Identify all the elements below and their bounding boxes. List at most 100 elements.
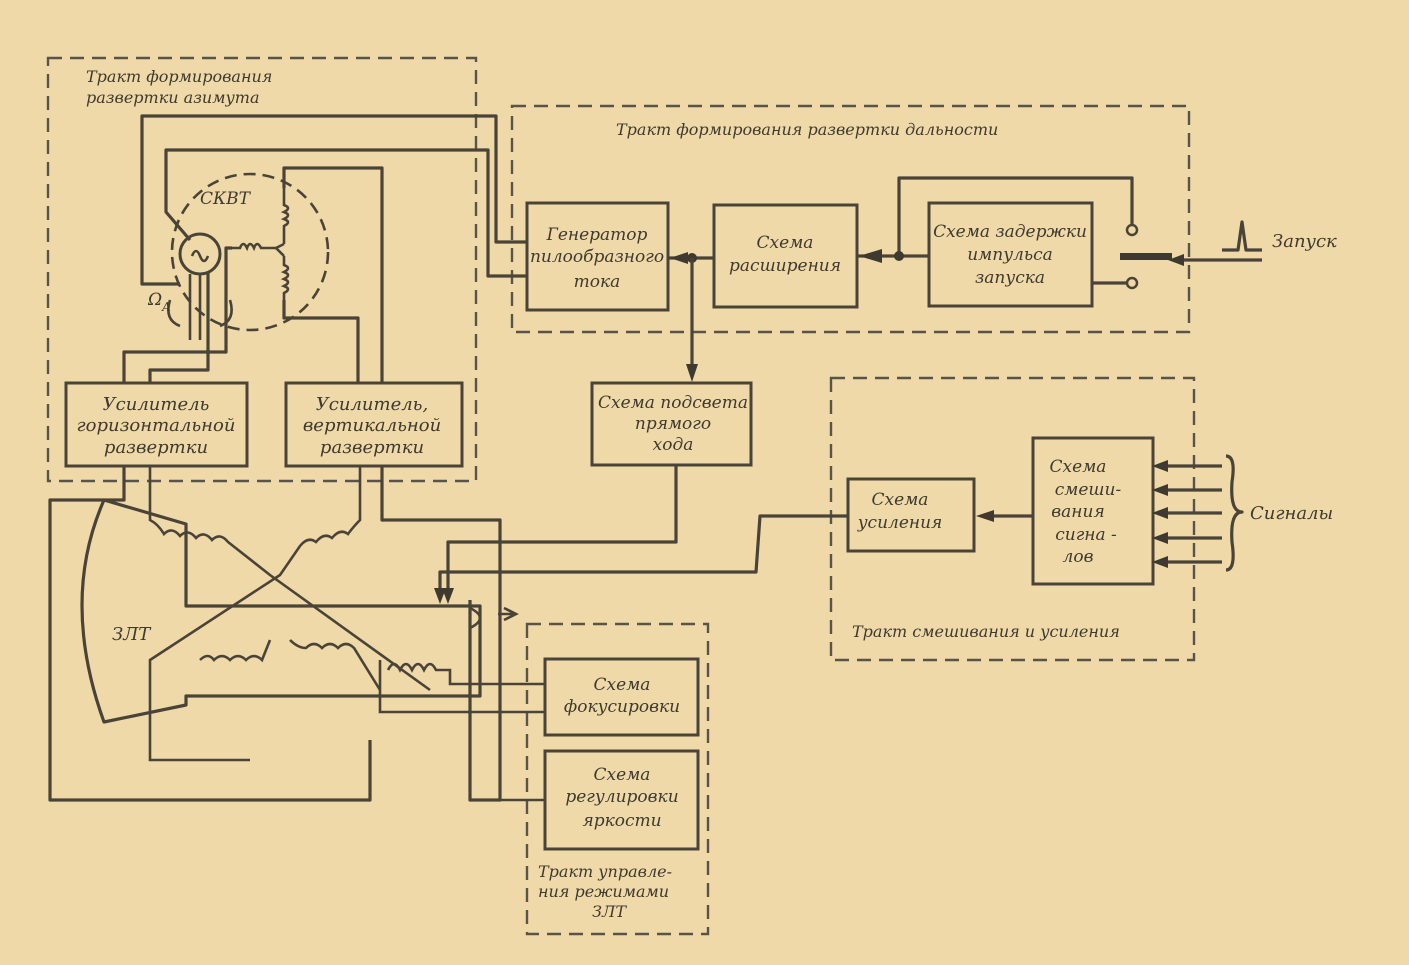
unblank-crt-arrow xyxy=(442,588,454,604)
azimuth-title-2: развертки азимута xyxy=(86,88,259,107)
generator-to-rotor-a xyxy=(140,114,527,286)
mixer-text-3: вания xyxy=(1051,502,1104,522)
crt-output-arrows xyxy=(498,606,519,622)
generator-to-rotor-b xyxy=(164,148,527,278)
vertical-amp-box xyxy=(284,381,464,468)
stator-junction xyxy=(275,242,285,257)
amplify-box xyxy=(846,477,976,553)
focus-text-2: фокусировки xyxy=(564,697,680,717)
expansion-input-arrow xyxy=(859,249,882,263)
brightness-text-1: Схема xyxy=(594,765,651,785)
range-sweep-frame xyxy=(510,104,1191,334)
unblank-text-3: хода xyxy=(653,435,694,455)
sawtooth-text-3: тока xyxy=(574,272,621,292)
stator-winding-bottom xyxy=(280,256,290,300)
omega-label: ΩA xyxy=(147,290,171,314)
amplify-to-crt xyxy=(438,514,848,590)
vert-amp-text-3: развертки xyxy=(320,437,424,458)
focus-text-1: Схема xyxy=(594,675,651,695)
delay-text-3: запуска xyxy=(975,268,1045,288)
crt-label: ЗЛТ xyxy=(112,624,152,645)
trigger-label: Запуск xyxy=(1272,231,1337,252)
crt-control-title-2: ния режимами xyxy=(538,882,669,901)
unblank-to-crt xyxy=(446,465,678,590)
delay-text-2: импульса xyxy=(967,245,1053,265)
vert-amp-text-1: Усилитель, xyxy=(316,394,428,415)
switch-contact-top xyxy=(1125,223,1139,237)
amplify-crt-arrow xyxy=(434,588,446,604)
switch-contact-bottom xyxy=(1125,276,1139,290)
crt-envelope xyxy=(80,498,482,724)
focus-return xyxy=(378,660,545,714)
mixer-text-1: Схема xyxy=(1050,457,1107,477)
horiz-amp-text-3: развертки xyxy=(104,437,208,458)
azimuth-title-1: Тракт формирования xyxy=(86,67,272,86)
trigger-arrow xyxy=(1168,254,1184,266)
range-title: Тракт формирования развертки дальности xyxy=(616,120,998,139)
vert-coil-cross xyxy=(148,466,362,762)
crt-control-frame xyxy=(525,622,710,936)
crt-gun xyxy=(469,606,482,630)
horiz-amp-outer-loop xyxy=(48,466,372,802)
amplify-text-1: Схема xyxy=(872,490,929,510)
stator-to-vert-amp xyxy=(282,166,384,383)
crt-control-title-1: Тракт управле- xyxy=(538,862,672,881)
resolver-outline xyxy=(170,172,330,332)
mixer-text-4: сигна - xyxy=(1055,525,1117,545)
trigger-pulse-symbol xyxy=(1222,220,1262,252)
amplify-input-arrow xyxy=(976,510,994,522)
horiz-amp-text-2: горизонтальной xyxy=(77,415,236,436)
horizontal-amp-box xyxy=(64,381,249,468)
rotor-shaft xyxy=(188,274,202,340)
focus-coil xyxy=(386,662,545,686)
signals-brace xyxy=(1225,454,1244,572)
brightness-box xyxy=(543,749,700,851)
unblank-input-arrow xyxy=(686,364,698,382)
expansion-text-1: Схема xyxy=(757,233,814,253)
mixer-text-5: лов xyxy=(1063,547,1094,567)
signal-arrow-1 xyxy=(1152,460,1168,472)
signal-arrow-2 xyxy=(1152,484,1168,496)
amplify-text-2: усиления xyxy=(857,513,943,533)
signal-lines xyxy=(1160,464,1222,564)
rotor-winding xyxy=(190,249,210,263)
signal-arrow-4 xyxy=(1152,532,1168,544)
rotation-arrow xyxy=(167,299,233,328)
mixing-frame xyxy=(829,376,1196,662)
generator-input-arrow xyxy=(670,252,688,264)
rotor-to-horiz-amp xyxy=(148,272,210,383)
bypass-junction xyxy=(894,251,904,261)
stator-winding-mid xyxy=(232,242,276,252)
signal-inputs xyxy=(1152,460,1222,568)
azimuth-sweep-frame xyxy=(46,56,478,483)
sawtooth-text-2: пилообразного xyxy=(530,247,664,267)
mixer-box xyxy=(1031,436,1155,586)
vert-amp-text-2: вертикальной xyxy=(303,415,441,436)
vert-amp-outer-loop xyxy=(380,466,502,802)
mixing-title: Тракт смешивания и усиления xyxy=(852,622,1120,641)
stator-winding-top xyxy=(280,188,290,244)
resolver-label: СКВТ xyxy=(200,189,252,209)
crt-control-title-3: ЗЛТ xyxy=(592,902,627,921)
sawtooth-generator-box xyxy=(525,201,670,312)
bypass-line xyxy=(897,176,1134,256)
sawtooth-text-1: Генератор xyxy=(546,225,648,245)
stator-to-vert-amp-2 xyxy=(282,300,360,383)
expansion-text-2: расширения xyxy=(729,256,841,276)
mixer-text-2: смеши- xyxy=(1055,480,1122,500)
delay-box xyxy=(927,201,1094,308)
unblank-text-2: прямого xyxy=(635,414,711,434)
unblank-box xyxy=(590,381,753,467)
lower-coils xyxy=(199,639,382,691)
signals-label: Сигналы xyxy=(1250,503,1333,524)
unblank-text-1: Схема подсвета xyxy=(598,393,748,413)
brightness-text-3: яркости xyxy=(582,811,661,831)
horiz-coil-top xyxy=(148,466,431,692)
brightness-text-2: регулировки xyxy=(565,787,678,807)
delay-text-1: Схема задержки xyxy=(933,222,1087,242)
expansion-box xyxy=(712,203,859,309)
selector-switch xyxy=(1120,253,1172,260)
focus-box xyxy=(543,657,700,737)
